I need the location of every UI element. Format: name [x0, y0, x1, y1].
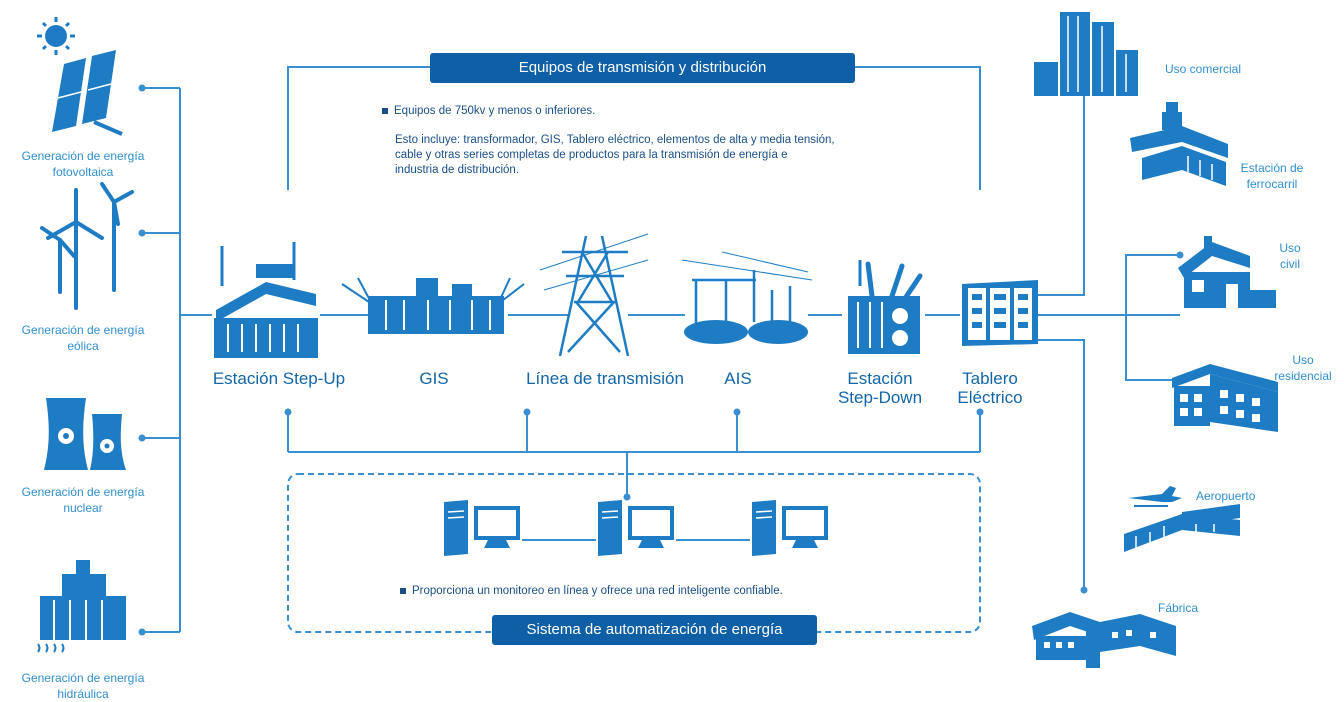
chain-label-ais: AIS — [706, 369, 770, 388]
step-down-station-icon — [842, 256, 926, 356]
apartment-block-icon — [1170, 360, 1282, 440]
use-label-civil: Uso civil — [1268, 240, 1312, 272]
transmission-banner: Equipos de transmisión y distribución — [430, 53, 855, 83]
step-up-station-icon — [212, 240, 320, 358]
source-label-nuclear: Generación de energía nuclear — [4, 484, 162, 516]
use-label-line1: Fábrica — [1158, 601, 1199, 615]
solar-panel-icon — [34, 14, 134, 139]
house-icon — [1176, 234, 1280, 314]
computer-icon — [442, 498, 524, 558]
use-label-ferrocarril: Estación de ferrocarril — [1232, 160, 1312, 192]
source-label-line2: nuclear — [63, 501, 103, 515]
source-label-line1: Generación de energía — [21, 323, 145, 337]
bullet-icon — [382, 107, 388, 114]
transmission-desc-line2: cable y otras series completas de produc… — [395, 149, 788, 161]
chain-label-panel: Tablero Eléctrico — [940, 369, 1040, 407]
chain-label-line1: GIS — [419, 369, 449, 388]
factory-icon — [1030, 602, 1180, 672]
source-label-eolica: Generación de energía eólica — [4, 322, 162, 354]
chain-label-line1: Estación Step-Up — [212, 369, 346, 388]
transmission-desc: Esto incluye: transformador, GIS, Tabler… — [395, 133, 955, 178]
use-label-line2: residencial — [1274, 369, 1332, 383]
transmission-tower-icon — [540, 230, 650, 358]
automation-title: Sistema de automatización de energía — [526, 621, 783, 638]
computer-icon — [750, 498, 832, 558]
source-label-line1: Generación de energía — [21, 671, 145, 685]
use-label-line1: Uso comercial — [1165, 62, 1242, 76]
train-station-icon — [1128, 100, 1232, 196]
transmission-bullet-text: Equipos de 750kv y menos o inferiores. — [394, 105, 596, 117]
airport-icon — [1122, 484, 1242, 556]
use-label-aeropuerto: Aeropuerto — [1196, 488, 1296, 504]
wind-turbine-icon — [36, 180, 136, 312]
chain-label-line1: Estación — [847, 369, 913, 388]
ais-substation-icon — [682, 250, 812, 350]
chain-label-line1: Tablero — [962, 369, 1018, 388]
automation-bullet-text: Proporciona un monitoreo en línea y ofre… — [412, 585, 783, 597]
source-label-line1: Generación de energía — [21, 149, 145, 163]
use-label-comercial: Uso comercial — [1165, 61, 1295, 77]
office-buildings-icon — [1030, 6, 1142, 98]
source-label-fotovoltaica: Generación de energía fotovoltaica — [4, 148, 162, 180]
hydro-plant-icon — [30, 556, 130, 656]
gis-equipment-icon — [338, 270, 530, 340]
source-label-line2: eólica — [67, 339, 99, 353]
chain-label-gis: GIS — [394, 369, 474, 388]
electrical-panel-icon — [960, 278, 1040, 348]
transmission-desc-line1: Esto incluye: transformador, GIS, Tabler… — [395, 134, 835, 146]
chain-label-line2: Eléctrico — [957, 388, 1023, 407]
computer-icon — [596, 498, 678, 558]
automation-bullet: Proporciona un monitoreo en línea y ofre… — [400, 584, 920, 599]
nuclear-plant-icon — [40, 396, 130, 472]
source-label-hidraulica: Generación de energía hidráulica — [4, 670, 162, 702]
use-label-residencial: Uso residencial — [1262, 352, 1344, 384]
transmission-desc-line3: industria de distribución. — [395, 164, 520, 176]
use-label-fabrica: Fábrica — [1158, 600, 1238, 616]
use-label-line1: Estación de — [1240, 161, 1304, 175]
chain-label-step-up: Estación Step-Up — [198, 369, 360, 388]
source-label-line1: Generación de energía — [21, 485, 145, 499]
source-label-line2: hidráulica — [57, 687, 109, 701]
chain-label-line2: Step-Down — [837, 388, 923, 407]
bullet-icon — [400, 587, 406, 594]
chain-label-line1: AIS — [724, 369, 752, 388]
chain-label-transmission-line: Línea de transmisión — [510, 369, 700, 388]
transmission-title: Equipos de transmisión y distribución — [518, 59, 767, 76]
chain-label-step-down: Estación Step-Down — [820, 369, 940, 407]
use-label-line2: ferrocarril — [1246, 177, 1298, 191]
use-label-line1: Uso — [1292, 353, 1314, 367]
chain-label-line1: Línea de transmisión — [526, 369, 684, 388]
use-label-line1: Aeropuerto — [1196, 489, 1256, 503]
source-label-line2: fotovoltaica — [52, 165, 114, 179]
automation-banner: Sistema de automatización de energía — [492, 615, 817, 645]
use-label-line1: Uso — [1279, 241, 1301, 255]
use-label-line2: civil — [1280, 257, 1300, 271]
transmission-bullet: Equipos de 750kv y menos o inferiores. — [382, 104, 942, 119]
